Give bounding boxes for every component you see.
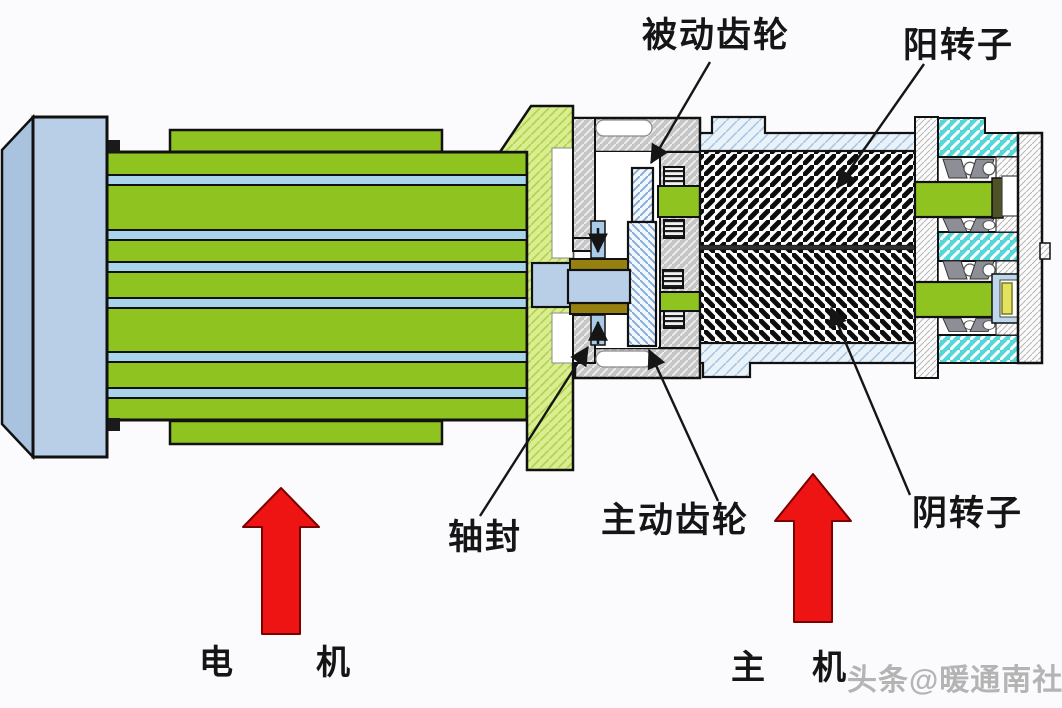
leader-female-rotor <box>829 306 912 496</box>
bearing-row-1 <box>942 158 996 179</box>
label-main-char-left: 主 <box>731 649 767 687</box>
label-main-char-right: 机 <box>812 649 848 687</box>
motor-endring-bottom <box>107 418 120 431</box>
housing-slot-top <box>595 119 653 137</box>
leader-driven-gear <box>649 61 712 165</box>
bearing-row-2 <box>942 217 996 233</box>
leader-driving-gear <box>647 348 720 502</box>
shaft-end-cap-upper <box>991 177 1004 219</box>
bearing-housing-bottom <box>937 334 1019 364</box>
flange-slot-lower <box>551 312 574 364</box>
female-rotor <box>698 247 917 345</box>
gear-bearing-block-upper <box>657 185 701 218</box>
motor-up-arrow <box>242 487 320 635</box>
label-motor-char-left: 电 <box>199 644 235 682</box>
bearing-row-3 <box>942 260 996 280</box>
flange-slot-upper <box>551 147 574 259</box>
bearing-assembly <box>913 116 1051 379</box>
motor-bottom-fin <box>168 419 444 446</box>
watermark-text: 头条@暖通南社 <box>847 664 1062 697</box>
bearing-row-4 <box>942 317 996 333</box>
motor-end-cap <box>31 115 109 459</box>
label-motor-char-right: 机 <box>316 644 352 682</box>
callout-driven-gear: 被动齿轮 <box>642 16 791 55</box>
male-rotor-shaft-end <box>913 180 998 219</box>
coupling-hub <box>566 268 632 305</box>
female-rotor-shaft-end <box>913 280 998 319</box>
motor-body <box>105 150 529 422</box>
callout-male-rotor: 阳转子 <box>903 26 1015 65</box>
rotor-mesh-line <box>700 245 915 250</box>
driving-gear <box>626 220 658 348</box>
callout-female-rotor: 阴转子 <box>912 494 1024 533</box>
shaft-coupling <box>530 258 632 315</box>
callout-driving-gear: 主动齿轮 <box>601 501 750 540</box>
discharge-casing <box>1016 131 1044 365</box>
leader-male-rotor <box>836 63 925 189</box>
bearing-housing-middle <box>937 231 1019 262</box>
driven-gear <box>630 166 655 224</box>
callout-lines <box>478 61 925 517</box>
main-unit-up-arrow <box>774 473 852 623</box>
bearing-housing-top <box>937 117 1019 158</box>
leader-shaft-seal <box>478 345 590 517</box>
coupling-key-top <box>569 258 629 271</box>
motor-top-fin <box>168 128 444 154</box>
callout-shaft-seal: 轴封 <box>448 518 523 557</box>
motor-shaft <box>530 261 574 309</box>
motor-endring-top <box>107 140 120 153</box>
lock-nuts <box>662 166 685 329</box>
coupling-key-bottom <box>569 302 629 315</box>
shaft-end-cap-lower <box>1001 282 1013 315</box>
male-rotor <box>698 149 917 248</box>
gear-bearing-block-lower <box>659 291 701 312</box>
motor-end-cap-side <box>0 113 35 461</box>
housing-slot-bottom <box>595 350 653 368</box>
motor-assembly <box>0 113 529 461</box>
end-plate <box>914 116 939 379</box>
